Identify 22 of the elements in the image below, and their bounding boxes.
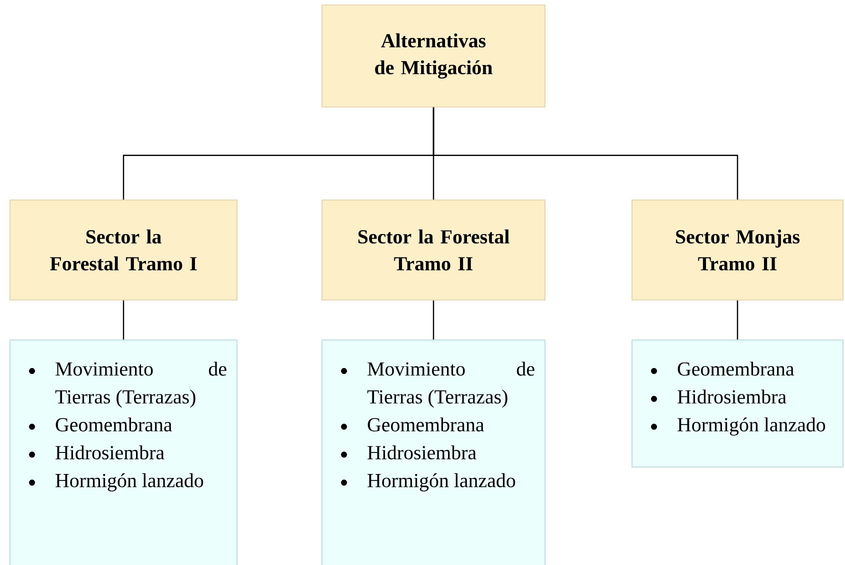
title-box: Sector la Forestal Tramo II <box>322 200 546 300</box>
list-item: Geomembrana <box>678 362 794 376</box>
list-item: Hormigón lanzado <box>56 473 204 492</box>
connector-line <box>736 300 738 340</box>
list-box <box>632 340 844 468</box>
list-item: Hidrosiembra <box>56 445 164 460</box>
connector-line <box>122 300 124 340</box>
connector-line <box>432 107 738 200</box>
connector-line <box>432 300 434 340</box>
list-item: Geomembrana <box>368 417 484 432</box>
title-box: Sector Monjas Tramo II <box>632 200 844 300</box>
list-box <box>10 340 238 565</box>
title-box: Alternativas de Mitigación <box>322 4 546 108</box>
list-item: Movimiento de Tierras (Terrazas) <box>367 362 534 408</box>
list-item: Hidrosiembra <box>678 390 786 404</box>
title-box: Sector la Forestal Tramo I <box>10 200 238 300</box>
list-item: Hidrosiembra <box>368 445 476 460</box>
list-item: Hormigón lanzado <box>678 417 826 436</box>
list-item: Geomembrana <box>56 417 172 432</box>
list-box <box>322 340 546 565</box>
list-item: Hormigón lanzado <box>368 473 516 492</box>
list-item: Movimiento de Tierras (Terrazas) <box>55 362 226 408</box>
